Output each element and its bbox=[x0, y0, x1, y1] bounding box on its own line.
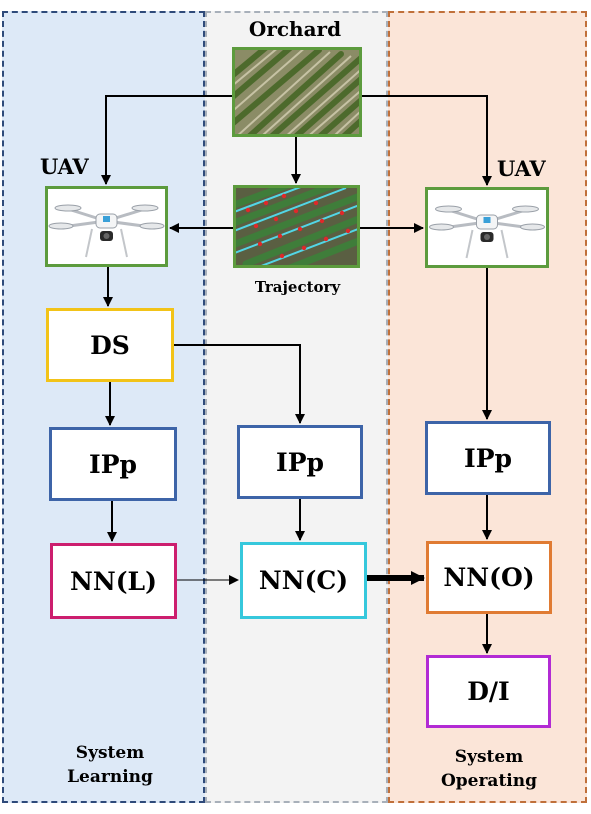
nn-c-box: NN(C) bbox=[240, 542, 367, 619]
system-operating-line1: System bbox=[454, 747, 524, 767]
system-learning-line2: Learning bbox=[67, 767, 153, 787]
di-box: D/I bbox=[426, 655, 551, 728]
trajectory-image bbox=[233, 185, 360, 268]
uav-left-box bbox=[45, 186, 168, 267]
orchard-label: Orchard bbox=[248, 17, 342, 41]
trajectory-label: Trajectory bbox=[254, 278, 341, 296]
nn-o-box: NN(O) bbox=[426, 541, 552, 614]
uav-right-label: UAV bbox=[497, 156, 546, 181]
orchard-image bbox=[232, 47, 362, 137]
system-learning-panel bbox=[2, 11, 205, 803]
uav-right-box bbox=[425, 187, 549, 268]
uav-left-label: UAV bbox=[40, 154, 89, 179]
ds-box: DS bbox=[46, 308, 174, 382]
system-learning-line1: System bbox=[75, 743, 145, 763]
orchard-aerial-icon bbox=[235, 50, 359, 134]
drone-icon bbox=[429, 205, 545, 259]
arrow-ds-to-ipp-center bbox=[174, 344, 305, 424]
ipp-left-box: IPp bbox=[49, 427, 177, 501]
drone-icon bbox=[48, 204, 165, 258]
ipp-center-box: IPp bbox=[237, 425, 363, 499]
system-operating-line2: Operating bbox=[440, 771, 538, 791]
ipp-right-box: IPp bbox=[425, 421, 551, 495]
nn-l-box: NN(L) bbox=[50, 543, 177, 619]
arrow-orchard-to-uav-left bbox=[101, 95, 232, 185]
trajectory-map-icon bbox=[236, 188, 357, 265]
arrow-orchard-to-uav-right bbox=[362, 95, 492, 186]
